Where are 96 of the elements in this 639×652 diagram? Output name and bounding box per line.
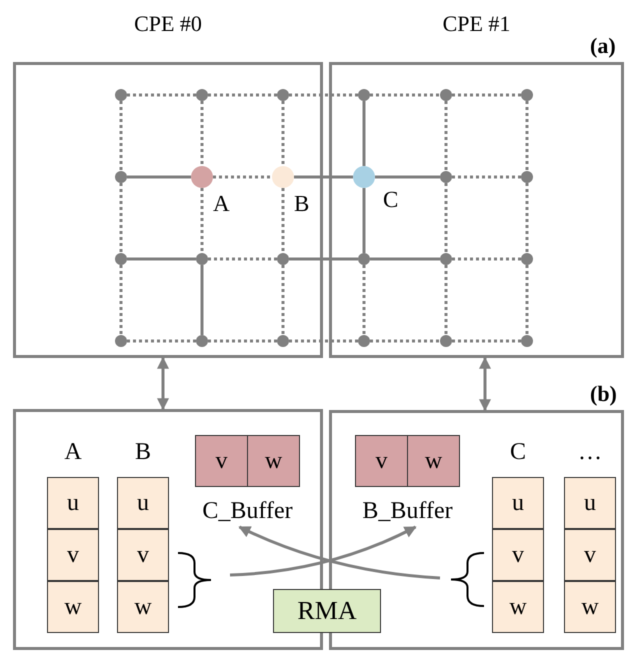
arrow bbox=[479, 356, 491, 412]
rma-box: RMA bbox=[273, 589, 381, 633]
grid-link bbox=[282, 101, 284, 166]
grid-node bbox=[440, 335, 452, 347]
grid-link bbox=[452, 258, 521, 260]
memory-cell: w bbox=[117, 581, 169, 633]
grid-node bbox=[277, 253, 289, 265]
grid-link bbox=[208, 94, 277, 96]
grid-link bbox=[282, 188, 284, 253]
grid-link bbox=[208, 340, 277, 342]
grid-link bbox=[362, 188, 366, 253]
memory-cell: u bbox=[564, 477, 616, 529]
grid-link bbox=[127, 258, 196, 260]
grid-node bbox=[358, 89, 370, 101]
grid-node bbox=[521, 335, 533, 347]
grid-link bbox=[127, 340, 196, 342]
grid-link bbox=[289, 94, 358, 96]
array-label: C bbox=[508, 440, 527, 464]
memory-cell: v bbox=[355, 435, 408, 487]
grid-node bbox=[521, 253, 533, 265]
grid-node bbox=[521, 89, 533, 101]
grid-link bbox=[294, 176, 353, 178]
grid-link bbox=[362, 101, 366, 166]
memory-cell: v bbox=[195, 435, 248, 487]
grid-link bbox=[526, 183, 528, 253]
grid-node bbox=[440, 171, 452, 183]
array-label: … bbox=[577, 440, 603, 464]
grid-link bbox=[375, 176, 440, 178]
grid-link bbox=[370, 94, 440, 96]
grid-link bbox=[370, 340, 440, 342]
grid-link bbox=[526, 101, 528, 171]
node-label: B bbox=[294, 192, 310, 215]
memory-cell: v bbox=[117, 529, 169, 581]
grid-link bbox=[526, 265, 528, 335]
grid-link bbox=[120, 101, 122, 171]
grid-node bbox=[115, 253, 127, 265]
grid-node bbox=[115, 171, 127, 183]
memory-cell: w bbox=[247, 435, 300, 487]
grid-link bbox=[444, 101, 448, 171]
arrow bbox=[230, 526, 417, 576]
grid-link bbox=[120, 183, 122, 253]
grid-node bbox=[196, 335, 208, 347]
grid-link bbox=[444, 183, 448, 253]
arrow bbox=[157, 356, 169, 410]
memory-cell: w bbox=[407, 435, 460, 487]
grid-node bbox=[115, 89, 127, 101]
cpe-heading: CPE #0 bbox=[133, 13, 203, 35]
memory-cell: v bbox=[564, 529, 616, 581]
grid-link bbox=[200, 101, 204, 166]
cpe-heading: CPE #1 bbox=[442, 13, 512, 35]
grid-link bbox=[444, 265, 448, 335]
memory-column bbox=[45, 440, 101, 634]
array-label: A bbox=[63, 440, 83, 464]
buffer-label: C_Buffer bbox=[201, 499, 294, 523]
grid-link bbox=[120, 265, 122, 335]
grid-node bbox=[440, 89, 452, 101]
memory-cell: w bbox=[492, 581, 544, 633]
grid-node bbox=[440, 253, 452, 265]
grid-link bbox=[289, 258, 358, 260]
grid-link bbox=[213, 176, 272, 178]
memory-cell: v bbox=[492, 529, 544, 581]
memory-cell: u bbox=[492, 477, 544, 529]
grid-link bbox=[452, 340, 521, 342]
grid-link bbox=[282, 265, 284, 335]
memory-cell: u bbox=[117, 477, 169, 529]
grid-node bbox=[196, 253, 208, 265]
arrow bbox=[238, 526, 440, 580]
grid-node bbox=[358, 253, 370, 265]
grid-node bbox=[277, 335, 289, 347]
grid-link bbox=[208, 258, 277, 260]
grid-link bbox=[127, 176, 191, 178]
memory-cell: w bbox=[564, 581, 616, 633]
panel-label: (a) bbox=[590, 35, 616, 57]
memory-cell: u bbox=[47, 477, 99, 529]
node-label: A bbox=[213, 192, 230, 215]
grid-node bbox=[521, 171, 533, 183]
grid-node bbox=[115, 335, 127, 347]
grid-node bbox=[277, 89, 289, 101]
buffer-label: B_Buffer bbox=[361, 499, 454, 523]
memory-cell: v bbox=[47, 529, 99, 581]
array-label: B bbox=[134, 440, 152, 464]
grid-link bbox=[362, 265, 366, 335]
grid-link bbox=[289, 340, 358, 342]
grid-node bbox=[358, 335, 370, 347]
node-label: C bbox=[383, 188, 398, 211]
grid-link bbox=[452, 94, 521, 96]
grid-link bbox=[452, 176, 521, 178]
memory-column bbox=[490, 440, 546, 634]
memory-column bbox=[115, 440, 171, 634]
grid-link bbox=[200, 265, 204, 335]
grid-node bbox=[196, 89, 208, 101]
grid-link bbox=[200, 188, 204, 253]
panel-label: (b) bbox=[590, 383, 617, 405]
grid-link bbox=[127, 94, 196, 96]
grid-link bbox=[370, 258, 440, 260]
memory-cell: w bbox=[47, 581, 99, 633]
